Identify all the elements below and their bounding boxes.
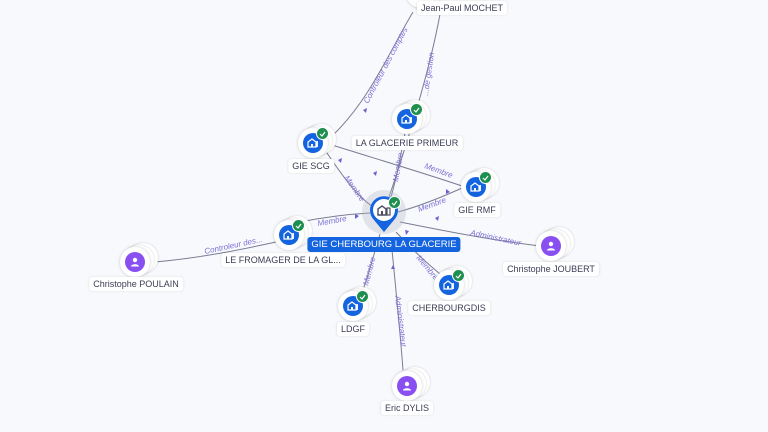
edge-dylis-center [390,239,404,371]
edge-label-ldgf-center: Membre [361,255,377,286]
edge-label-fromager-center: Membre [317,214,348,228]
edge-gie-rmf-center [397,187,463,213]
node-label-la-glacerie-primeur[interactable]: LA GLACERIE PRIMEUR [351,136,463,150]
verified-check-icon [388,196,401,209]
edge-label-gie-scg-gie-rmf: Membre [423,161,454,180]
arrow-icon [373,171,377,176]
edge-label-dylis-center: Administrateur [393,294,408,348]
node-label-christophe-joubert[interactable]: Christophe JOUBERT [503,262,599,276]
arrow-icon [363,108,367,113]
edge-label-mochet-center: ...de gestion [421,51,436,96]
node-label-le-fromager[interactable]: LE FROMAGER DE LA GL... [221,253,345,267]
node-label-christophe-poulain[interactable]: Christophe POULAIN [89,277,183,291]
arrow-icon [435,216,439,221]
verified-check-icon [452,269,465,282]
arrow-icon [338,158,342,163]
node-label-gie-rmf[interactable]: GIE RMF [454,203,500,217]
verified-check-icon [410,103,423,116]
verified-check-icon [292,219,305,232]
arrow-icon [355,214,359,219]
arrow-icon [405,230,409,235]
arrow-icon [391,265,395,269]
person-icon [397,376,417,396]
edge-poulain-fromager [154,239,286,263]
edge-mochet-gie-scg [331,11,414,137]
edge-label-gie-rmf-center: Membre [417,195,448,214]
arrow-icon [446,189,450,194]
edge-label-gie-scg-center: Membre [342,174,367,204]
person-icon [125,252,145,272]
center-node-label[interactable]: GIE CHERBOURG LA GLACERIE [307,237,461,252]
node-label-ldgf[interactable]: LDGF [336,322,370,336]
edge-label-joubert-center: Administrateur [469,228,523,248]
node-label-cherbourgdis[interactable]: CHERBOURGDIS [408,301,490,315]
person-icon [541,236,561,256]
verified-check-icon [356,290,369,303]
node-label-jean-paul-mochet[interactable]: Jean-Paul MOCHET [416,1,508,15]
node-label-gie-scg[interactable]: GIE SCG [288,159,334,173]
node-label-eric-dylis[interactable]: Eric DYLIS [380,401,434,415]
verified-check-icon [479,171,492,184]
edge-label-mochet-gie-scg: Controleur des comptes [362,26,410,105]
verified-check-icon [316,127,329,140]
edge-gie-scg-gie-rmf [331,144,463,187]
edge-joubert-center [399,221,541,247]
